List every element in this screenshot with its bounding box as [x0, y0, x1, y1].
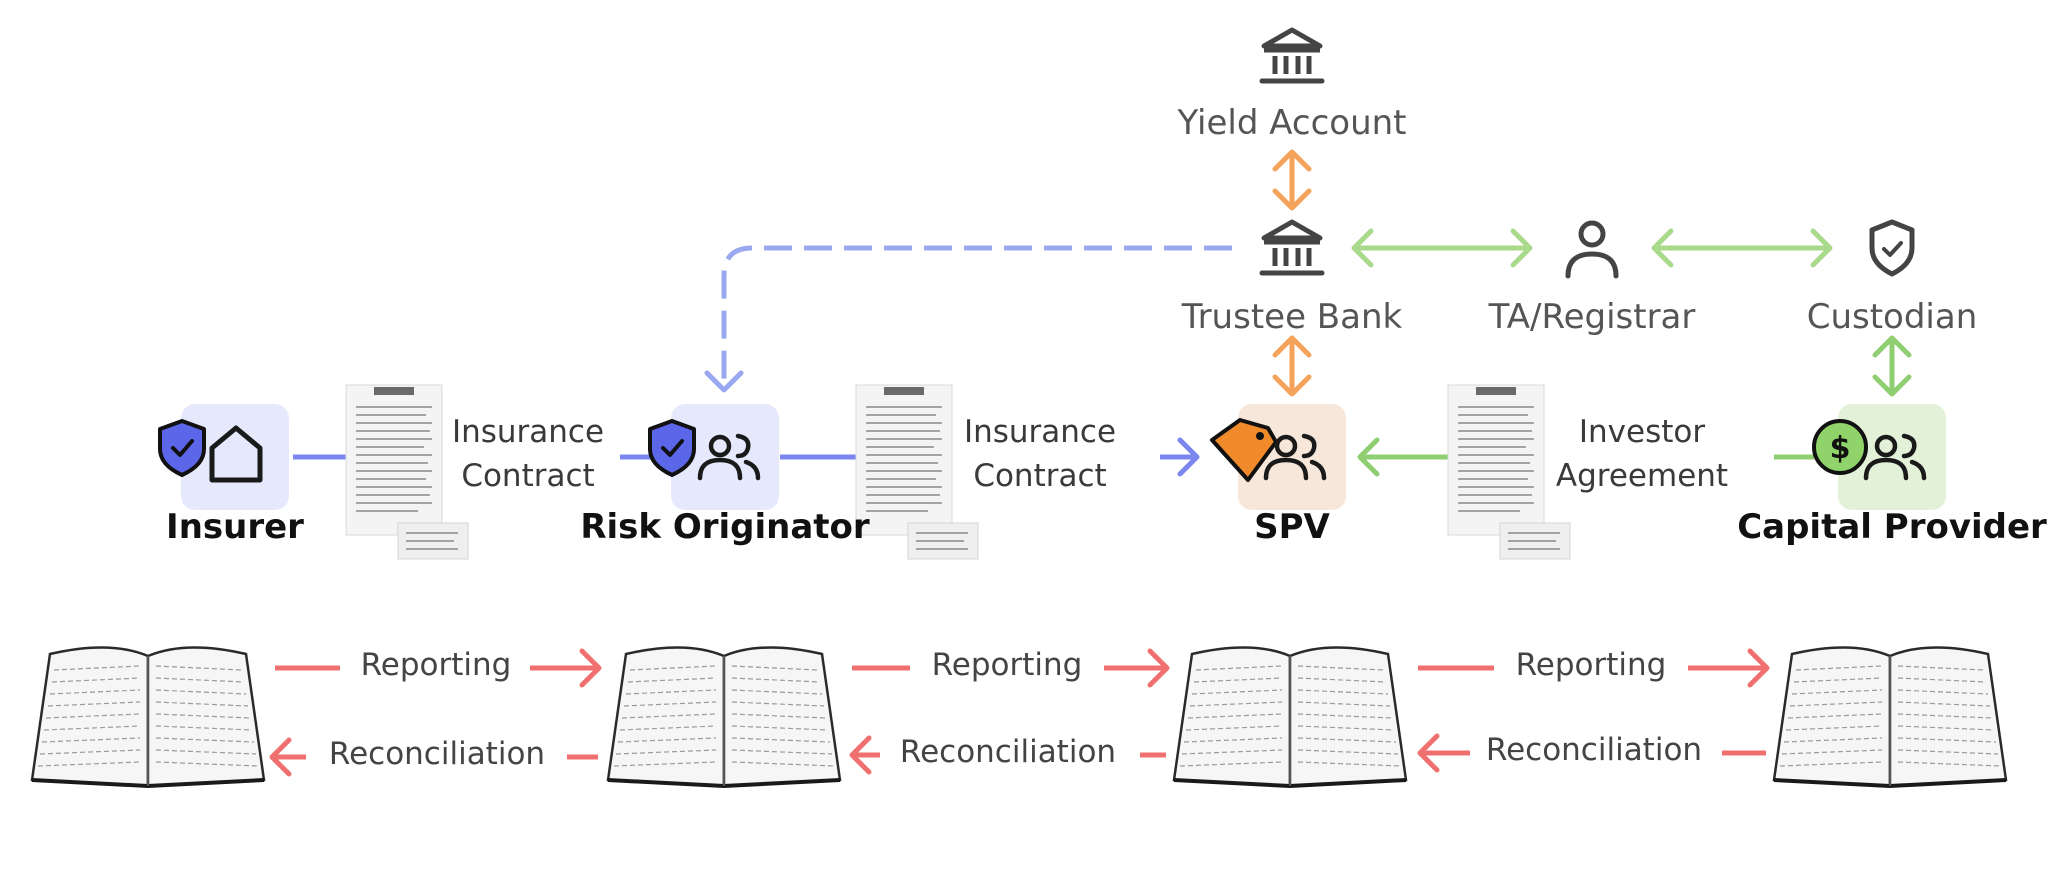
reporting-arrow-3 [1418, 648, 1770, 688]
ledger-book-4 [1772, 645, 2008, 788]
shield-check-icon [648, 419, 696, 477]
insurer-box [181, 404, 289, 510]
ledger-book-3 [1172, 645, 1408, 788]
registrar-custodian-arrow [1651, 228, 1833, 268]
ta-registrar-label: TA/Registrar [1488, 297, 1696, 337]
reporting-arrow-1 [275, 648, 602, 688]
trustee-bank-label: Trustee Bank [1181, 297, 1403, 337]
connections [293, 149, 1912, 477]
custodian-capital-arrow [1872, 335, 1912, 397]
capital-provider-label: Capital Provider [1737, 507, 2047, 547]
dashed-blue-arrow [704, 245, 1232, 393]
house-icon [209, 425, 263, 483]
reporting-label-2: Reporting [931, 647, 1083, 683]
reconciliation-arrow-2 [849, 735, 1166, 775]
contract-label-3: Investor Agreement [1556, 410, 1728, 498]
spv-in-arrow [1160, 437, 1200, 477]
ledger-book-2 [606, 645, 842, 788]
reporting-arrow-2 [852, 648, 1170, 688]
contract-label-3-line1: Investor [1578, 414, 1706, 450]
reconciliation-label-1: Reconciliation [328, 736, 546, 772]
ledger-flows [269, 648, 1770, 777]
yield-trustee-arrow [1272, 149, 1312, 211]
investor-agreement-doc [1447, 384, 1571, 560]
contract-label-2-line2: Contract [973, 458, 1107, 494]
spv-label: SPV [1254, 507, 1330, 547]
shield-check-icon [1869, 219, 1915, 277]
trustee-registrar-arrow [1351, 228, 1533, 268]
reporting-label-3: Reporting [1515, 647, 1667, 683]
contract-label-2: Insurance Contract [964, 410, 1116, 498]
reconciliation-arrow-1 [269, 737, 598, 777]
reconciliation-label-2: Reconciliation [899, 734, 1117, 770]
shield-check-icon [158, 419, 206, 477]
risk-originator-label: Risk Originator [580, 507, 870, 547]
reporting-label-1: Reporting [360, 647, 512, 683]
ledger-book-1 [30, 645, 266, 788]
contract-label-1: Insurance Contract [452, 410, 604, 498]
investor-spv-arrow [1357, 437, 1448, 477]
bank-icon [1262, 30, 1322, 81]
reconciliation-label-3: Reconciliation [1485, 732, 1703, 768]
svg-text:$: $ [1830, 431, 1851, 466]
insurance-contract-doc-1 [345, 384, 469, 560]
yield-account-label: Yield Account [1177, 103, 1407, 143]
trustee-spv-arrow [1272, 335, 1312, 397]
capital-provider-box [1838, 404, 1946, 510]
tag-icon [1210, 418, 1278, 482]
reconciliation-arrow-3 [1417, 733, 1766, 773]
bank-icon [1262, 222, 1322, 273]
contract-label-2-line1: Insurance [963, 414, 1117, 450]
contract-label-1-line2: Contract [461, 458, 595, 494]
contract-label-1-line1: Insurance [451, 414, 605, 450]
risk-originator-box [671, 404, 779, 510]
custodian-label: Custodian [1806, 297, 1978, 337]
dollar-coin-icon: $ [1812, 419, 1868, 475]
insurance-contract-doc-2 [855, 384, 979, 560]
contract-label-3-line2: Agreement [1555, 458, 1729, 494]
insurer-label: Insurer [166, 507, 304, 547]
person-icon [1565, 220, 1619, 279]
